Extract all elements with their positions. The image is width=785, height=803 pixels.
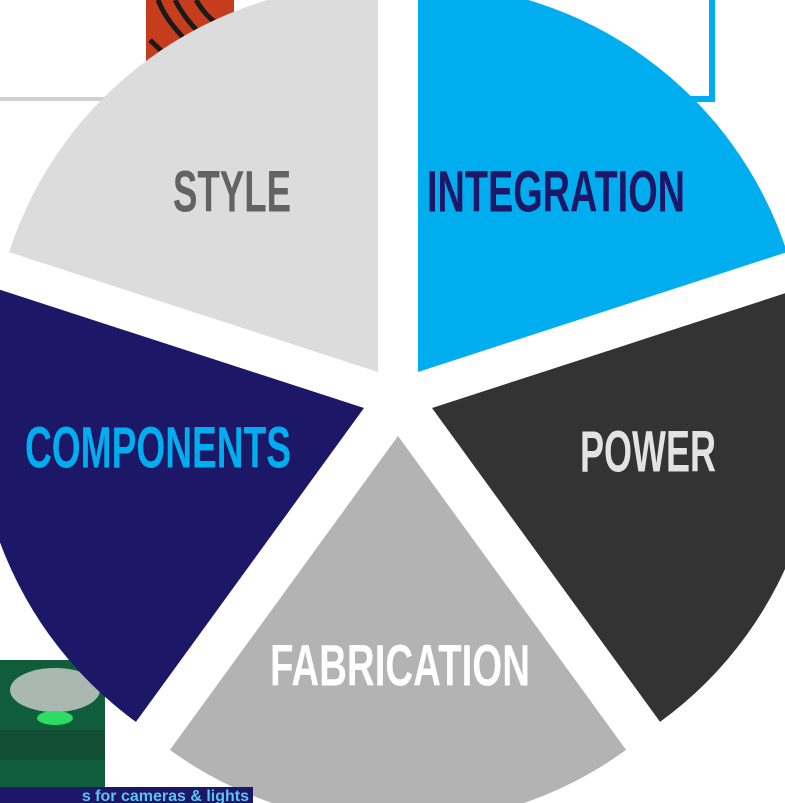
integration-segment[interactable] bbox=[418, 0, 785, 372]
light-device-photo-image bbox=[0, 660, 105, 803]
style-segment[interactable] bbox=[8, 0, 378, 372]
style-label: STYLE bbox=[173, 159, 291, 224]
integration-label: INTEGRATION bbox=[427, 159, 685, 224]
power-label: POWER bbox=[580, 419, 716, 484]
fabrication-label: FABRICATION bbox=[270, 633, 530, 698]
fabrication-segment[interactable] bbox=[169, 436, 627, 803]
product-caption: s for cameras & lights bbox=[0, 787, 253, 803]
pie-labels: INTEGRATION POWER FABRICATION COMPONENTS STY… bbox=[25, 159, 716, 698]
components-label: COMPONENTS bbox=[25, 415, 291, 480]
power-segment[interactable] bbox=[432, 288, 785, 722]
components-segment[interactable] bbox=[0, 288, 364, 722]
